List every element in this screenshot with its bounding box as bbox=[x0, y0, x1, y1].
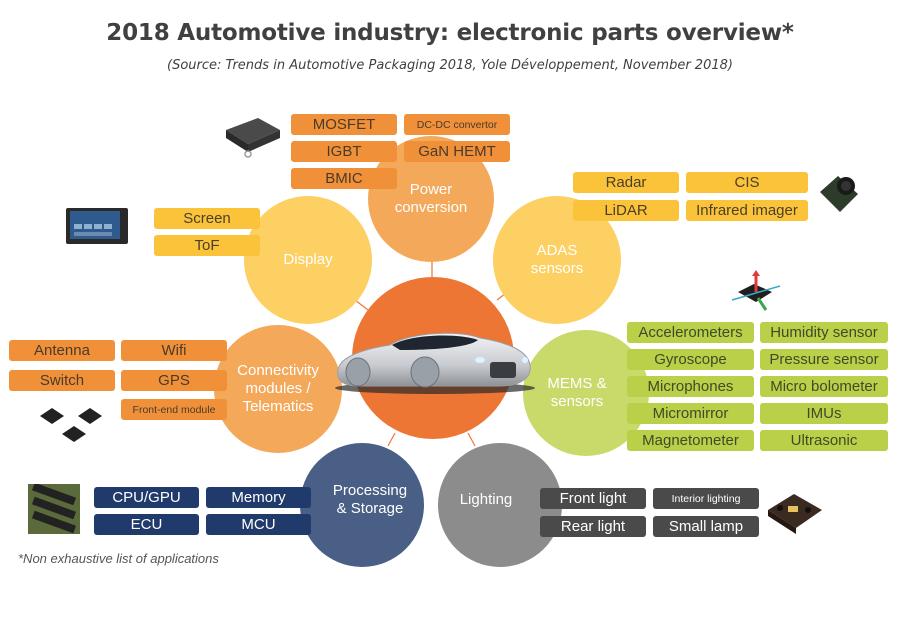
item-interior-lighting: Interior lighting bbox=[653, 488, 759, 509]
item-ultrasonic: Ultrasonic bbox=[760, 430, 888, 451]
connectivity-label-3: Telematics bbox=[242, 398, 314, 415]
chips-icon bbox=[40, 408, 102, 442]
item-dc-dc-convertor: DC-DC convertor bbox=[404, 114, 510, 135]
mems-label-1: MEMS & bbox=[547, 375, 607, 392]
mems-label-2: sensors bbox=[550, 393, 604, 410]
item-microphones: Microphones bbox=[627, 376, 754, 397]
item-lidar: LiDAR bbox=[573, 200, 679, 221]
power-label-2: conversion bbox=[394, 199, 468, 216]
item-front-light: Front light bbox=[540, 488, 646, 509]
power-label-1: Power bbox=[409, 181, 453, 198]
item-tof: ToF bbox=[154, 235, 260, 256]
item-infrared-imager: Infrared imager bbox=[686, 200, 808, 221]
connectivity-label-2: modules / bbox=[245, 380, 311, 397]
mems-chip-icon bbox=[731, 270, 781, 311]
circle-processing-storage: Processing & Storage bbox=[300, 443, 424, 567]
led-package-icon bbox=[768, 494, 822, 534]
item-igbt: IGBT bbox=[291, 141, 397, 162]
item-ecu: ECU bbox=[94, 514, 199, 535]
item-rear-light: Rear light bbox=[540, 516, 646, 537]
item-small-lamp: Small lamp bbox=[653, 516, 759, 537]
item-antenna: Antenna bbox=[9, 340, 115, 361]
footnote: *Non exhaustive list of applications bbox=[18, 551, 219, 566]
display-screen-icon bbox=[66, 208, 128, 244]
memory-board-icon bbox=[28, 484, 80, 534]
item-cpu-gpu: CPU/GPU bbox=[94, 487, 199, 508]
item-mosfet: MOSFET bbox=[291, 114, 397, 135]
item-front-end-module: Front-end module bbox=[121, 399, 227, 420]
item-magnetometer: Magnetometer bbox=[627, 430, 754, 451]
item-humidity-sensor: Humidity sensor bbox=[760, 322, 888, 343]
power-module-icon bbox=[226, 118, 280, 158]
circle-connectivity: Connectivity modules / Telematics bbox=[214, 325, 342, 453]
connector-processing bbox=[387, 432, 396, 447]
item-accelerometers: Accelerometers bbox=[627, 322, 754, 343]
item-micromirror: Micromirror bbox=[627, 403, 754, 424]
adas-label-1: ADAS bbox=[536, 242, 578, 259]
processing-label-2: & Storage bbox=[336, 500, 404, 517]
item-mcu: MCU bbox=[206, 514, 311, 535]
item-gps: GPS bbox=[121, 370, 227, 391]
processing-label-1: Processing bbox=[332, 482, 408, 499]
item-memory: Memory bbox=[206, 487, 311, 508]
connector-lighting bbox=[467, 432, 476, 447]
item-gan-hemt: GaN HEMT bbox=[404, 141, 510, 162]
item-micro-bolometer: Micro bolometer bbox=[760, 376, 888, 397]
display-label: Display bbox=[283, 251, 333, 268]
item-imus: IMUs bbox=[760, 403, 888, 424]
item-bmic: BMIC bbox=[291, 168, 397, 189]
item-pressure-sensor: Pressure sensor bbox=[760, 349, 888, 370]
page-subtitle: (Source: Trends in Automotive Packaging … bbox=[167, 58, 733, 73]
item-gyroscope: Gyroscope bbox=[627, 349, 754, 370]
circle-display: Display bbox=[244, 196, 372, 324]
item-radar: Radar bbox=[573, 172, 679, 193]
adas-label-2: sensors bbox=[530, 260, 584, 277]
page-title: 2018 Automotive industry: electronic par… bbox=[106, 20, 794, 46]
lighting-label: Lighting bbox=[459, 491, 513, 508]
item-screen: Screen bbox=[154, 208, 260, 229]
connector-display bbox=[354, 299, 369, 311]
car-image-icon bbox=[335, 332, 535, 394]
item-wifi: Wifi bbox=[121, 340, 227, 361]
item-cis: CIS bbox=[686, 172, 808, 193]
camera-module-icon bbox=[820, 176, 858, 212]
connectivity-label-1: Connectivity bbox=[237, 362, 319, 379]
item-switch: Switch bbox=[9, 370, 115, 391]
